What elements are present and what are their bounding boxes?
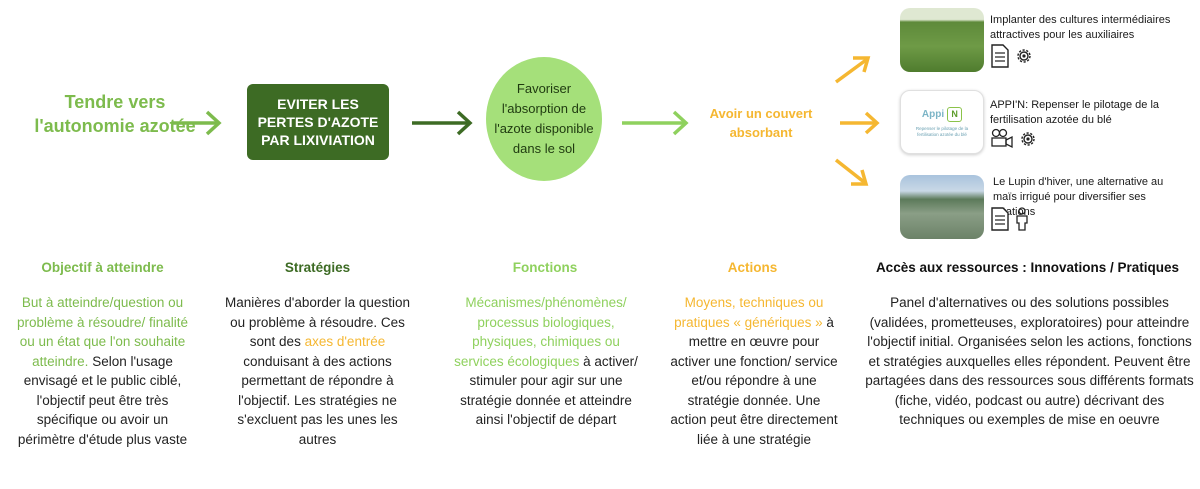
actions-detail: à mettre en œuvre pour activer une fonct… (670, 314, 838, 447)
strategy-box: EVITER LES PERTES D'AZOTE PAR LIXIVIATIO… (247, 84, 389, 160)
arrow-strategy-to-function (412, 110, 473, 136)
resource-1-thumbnail[interactable] (900, 8, 984, 72)
goal-label: Tendre vers l'autonomie azotée (34, 92, 196, 136)
resource-2-title[interactable]: APPI'N: Repenser le pilotage de la ferti… (990, 99, 1160, 126)
arrow-action-to-resource-3 (834, 158, 869, 186)
heading-strategies: Stratégies (284, 260, 351, 275)
heading-actions: Actions (727, 260, 778, 275)
resource-2-icons (990, 128, 1038, 150)
fonctions-detail: à activer/ stimuler pour agir sur une st… (460, 353, 638, 428)
strategies-highlight: axes d'entrée (304, 334, 386, 349)
strategy-label: EVITER LES PERTES D'AZOTE PAR LIXIVIATIO… (257, 96, 379, 148)
objectif-detail: Selon l'usage envisagé et le public cibl… (17, 353, 188, 447)
gear-icon (1021, 132, 1035, 146)
function-label: Favoriser l'absorption de l'azote dispon… (494, 81, 594, 156)
description-fonctions: Mécanismes/phénomènes/ processus biologi… (450, 293, 642, 430)
description-actions: Moyens, techniques ou pratiques « généri… (670, 293, 838, 449)
heading-ressources: Accès aux ressources : Innovations / Pra… (875, 260, 1180, 275)
heading-objectif: Objectif à atteindre (41, 260, 164, 275)
arrow-action-to-resource-2 (840, 111, 880, 135)
video-camera-icon (991, 128, 1013, 149)
fonctions-definition: Mécanismes/phénomènes/ processus biologi… (454, 295, 627, 369)
strategies-text-end: conduisant à des actions permettant de r… (237, 353, 398, 447)
function-circle: Favoriser l'absorption de l'azote dispon… (486, 57, 602, 181)
gear-icon (1017, 49, 1031, 63)
document-icon (991, 207, 1009, 231)
appin-logo: Appi N (921, 106, 963, 122)
description-ressources: Panel d'alternatives ou des solutions po… (865, 295, 1194, 427)
arrow-function-to-action (622, 110, 689, 136)
appin-logo-name: Appi (921, 108, 945, 120)
strategies-text-start: Manières d'aborder la question ou problè… (225, 295, 410, 349)
action-label: Avoir un couvert absorbant (709, 106, 813, 140)
person-icon (1016, 207, 1028, 231)
appin-badge: N (947, 106, 963, 122)
description-objectif: But à atteindre/question ou problème à r… (10, 293, 195, 449)
appin-subtitle: Repenser le pilotage de la fertilisation… (915, 125, 969, 137)
arrow-action-to-resource-1 (834, 56, 871, 84)
resource-1-icons (990, 44, 1034, 68)
resource-2-thumbnail[interactable]: Appi N Repenser le pilotage de la fertil… (900, 90, 984, 154)
objectif-definition: But à atteindre/question ou problème à r… (16, 295, 189, 369)
resource-3-icons (990, 207, 1030, 231)
description-strategies: Manières d'aborder la question ou problè… (225, 293, 410, 449)
resource-3-thumbnail[interactable] (900, 175, 984, 239)
resource-1-title[interactable]: Implanter des cultures intermédiaires at… (990, 14, 1171, 41)
actions-definition: Moyens, techniques ou pratiques « généri… (674, 295, 824, 330)
heading-fonctions: Fonctions (512, 260, 578, 275)
document-icon (991, 44, 1009, 68)
arrow-goal-to-strategy (172, 110, 222, 136)
